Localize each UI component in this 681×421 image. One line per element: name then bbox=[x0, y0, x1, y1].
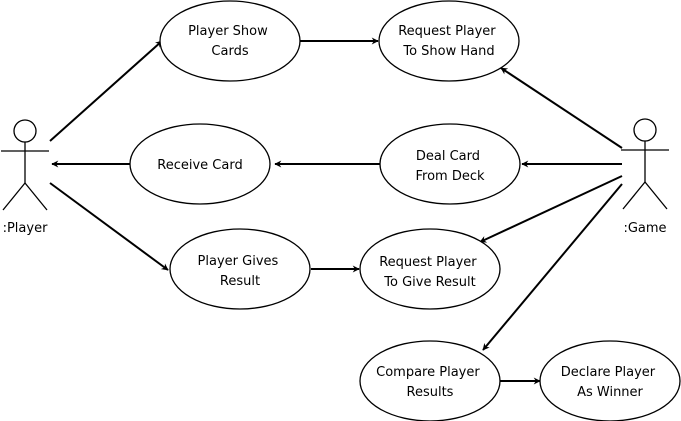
stick-figure-icon bbox=[621, 118, 669, 210]
associations bbox=[49, 37, 623, 385]
arrow-player-to-player-show-cards bbox=[49, 40, 163, 142]
actor-game: :Game bbox=[621, 118, 669, 236]
use-case-label-line: From Deck bbox=[415, 169, 484, 184]
svg-text:Declare Player As Winner: Declare Player As Winner bbox=[561, 365, 660, 400]
arrow-game-to-request-give-result bbox=[479, 175, 623, 243]
use-case-label-line: Results bbox=[407, 385, 454, 400]
svg-text:Request Player To Show H: Request Player To Show Hand bbox=[398, 24, 500, 59]
arrow-game-to-compare-results bbox=[482, 183, 623, 351]
use-case-declare-winner: Declare Player As Winner bbox=[539, 340, 681, 421]
use-case-label-line: Player Gives bbox=[198, 254, 279, 269]
use-case-label-line: Cards bbox=[211, 44, 248, 59]
use-case-receive-card: Receive Card bbox=[129, 123, 271, 205]
arrow-game-to-request-show-hand bbox=[500, 67, 623, 149]
actor-player: :Player bbox=[1, 119, 49, 236]
svg-text:Request Player To Give R: Request Player To Give Result bbox=[379, 255, 481, 290]
use-case-request-give-result: Request Player To Give Result bbox=[359, 228, 501, 310]
use-case-player-show-cards: Player Show Cards bbox=[159, 0, 301, 82]
use-case-label-line: Deal Card bbox=[416, 149, 480, 164]
svg-text:Player Show Cards: Player Show Cards bbox=[188, 24, 272, 59]
svg-text:Player Gives Result: Player Gives Result bbox=[198, 254, 283, 289]
stick-figure-icon bbox=[1, 119, 49, 211]
use-case-label-line: To Show Hand bbox=[402, 44, 494, 59]
actor-game-label: :Game bbox=[623, 221, 666, 236]
svg-text:Compare Player Results: Compare Player Results bbox=[376, 365, 484, 400]
use-case-request-show-hand: Request Player To Show Hand bbox=[378, 0, 520, 82]
use-case-compare-results: Compare Player Results bbox=[359, 340, 501, 421]
use-case-label-line: Compare Player bbox=[376, 365, 480, 380]
use-case-label-line: Player Show bbox=[188, 24, 268, 39]
use-case-deal-card: Deal Card From Deck bbox=[379, 123, 521, 205]
use-case-label-line: Request Player bbox=[379, 255, 477, 270]
svg-text:Deal Card From Deck: Deal Card From Deck bbox=[415, 149, 484, 184]
svg-text:Receive Card: Receive Card bbox=[157, 158, 242, 173]
use-case-label-line: Receive Card bbox=[157, 158, 242, 173]
use-case-label-line: Declare Player bbox=[561, 365, 656, 380]
arrow-player-to-player-gives-result bbox=[49, 182, 169, 271]
use-case-player-gives-result: Player Gives Result bbox=[169, 228, 311, 310]
actor-player-label: :Player bbox=[3, 221, 48, 236]
use-case-label-line: As Winner bbox=[577, 385, 643, 400]
use-case-label-line: Result bbox=[220, 274, 260, 289]
use-case-label-line: To Give Result bbox=[383, 275, 476, 290]
use-case-label-line: Request Player bbox=[398, 24, 496, 39]
